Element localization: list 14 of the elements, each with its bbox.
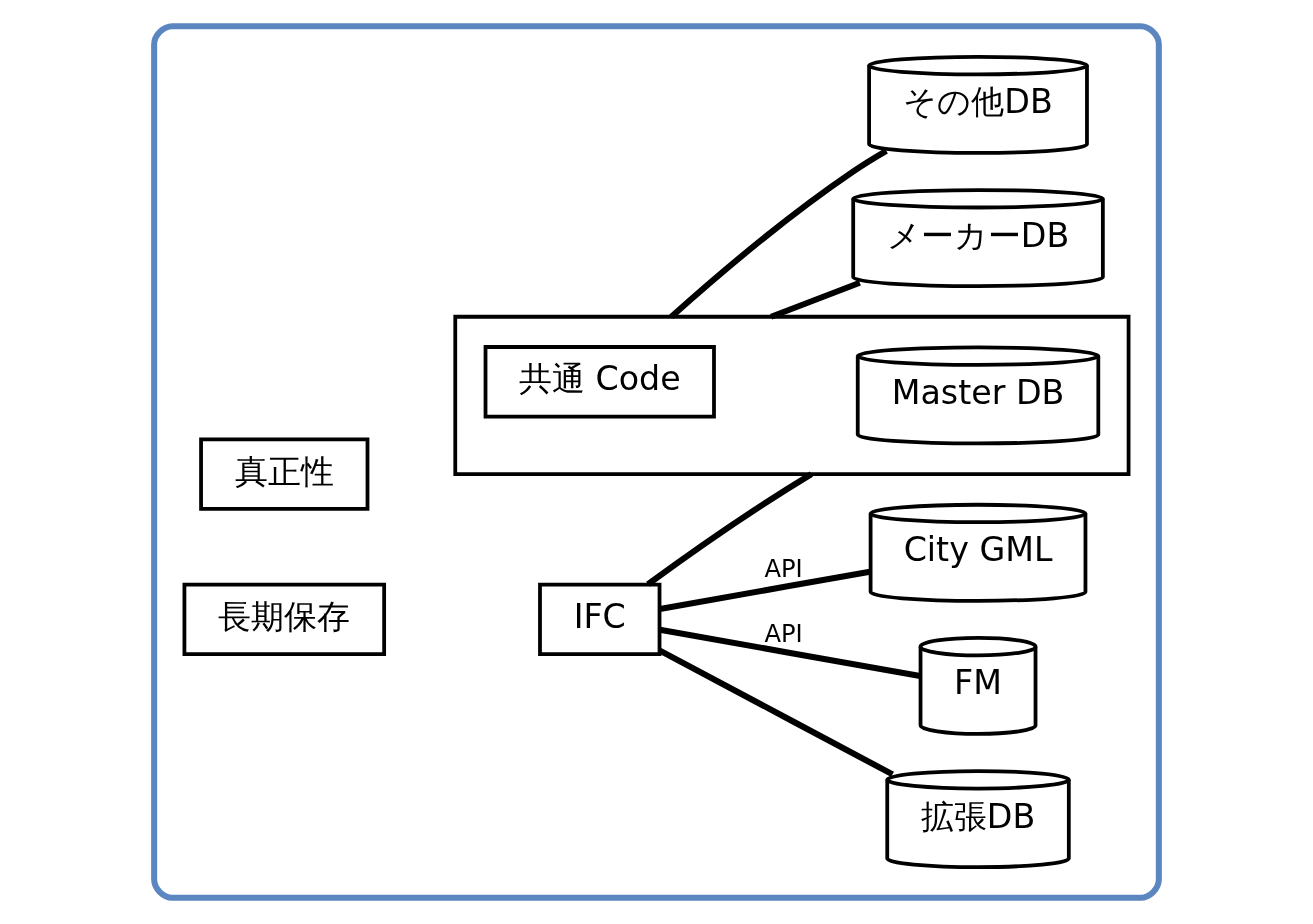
connector [659, 568, 871, 612]
cluster [453, 314, 1131, 476]
connector [659, 626, 921, 679]
node-box: 真正性 [199, 437, 370, 511]
node-box: IFC [538, 582, 662, 657]
edge-label: API [764, 619, 803, 648]
edge-label: API [764, 554, 803, 583]
connector [658, 647, 894, 778]
node-box: 共通 Code [483, 345, 716, 419]
connector [646, 471, 813, 587]
connector [770, 279, 861, 320]
node-box: 長期保存 [182, 582, 387, 657]
cluster [151, 23, 1162, 901]
connector [669, 148, 888, 319]
